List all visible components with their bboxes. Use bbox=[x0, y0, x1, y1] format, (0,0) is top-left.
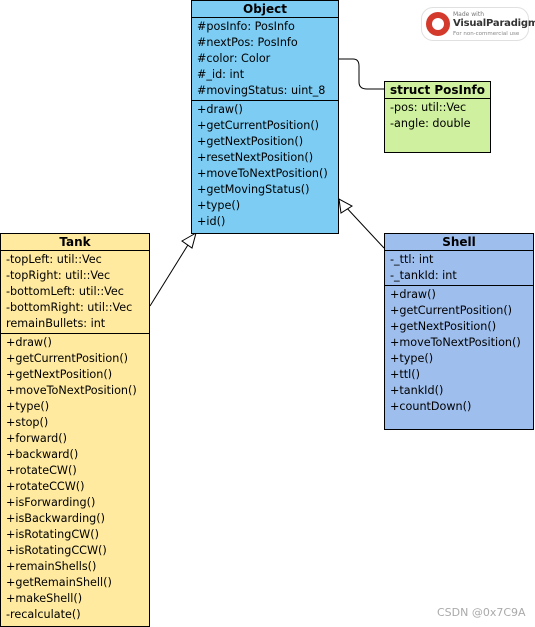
method: +id() bbox=[197, 215, 226, 228]
method: +moveToNextPosition() bbox=[197, 167, 328, 180]
class-tank-name: Tank bbox=[1, 234, 149, 251]
class-shell-methods: +draw() +getCurrentPosition() +getNextPo… bbox=[385, 285, 533, 416]
method: -recalculate() bbox=[6, 608, 81, 621]
attribute: -topLeft: util::Vec bbox=[6, 253, 102, 266]
attribute: -_tankId: int bbox=[390, 269, 457, 282]
method: +backward() bbox=[6, 448, 79, 461]
attribute: -_ttl: int bbox=[390, 253, 434, 266]
method: +getCurrentPosition() bbox=[6, 352, 129, 365]
method: +remainShells() bbox=[6, 560, 97, 573]
inheritance-arrowhead-shell bbox=[338, 198, 353, 214]
method: +rotateCCW() bbox=[6, 480, 85, 493]
attribute: -topRight: util::Vec bbox=[6, 269, 111, 282]
method: +isRotatingCW() bbox=[6, 528, 99, 541]
method: +type() bbox=[390, 352, 434, 365]
method: +makeShell() bbox=[6, 592, 83, 605]
method: +moveToNextPosition() bbox=[390, 336, 521, 349]
method: +tankId() bbox=[390, 384, 444, 397]
method: +getCurrentPosition() bbox=[390, 304, 513, 317]
badge-made-with: Made with bbox=[453, 11, 484, 18]
method: +type() bbox=[6, 400, 50, 413]
class-shell[interactable]: Shell -_ttl: int -_tankId: int +draw() +… bbox=[384, 233, 534, 430]
method: +type() bbox=[197, 199, 241, 212]
attribute: -pos: util::Vec bbox=[390, 101, 467, 114]
method: +getNextPosition() bbox=[390, 320, 497, 333]
visual-paradigm-badge: Made with VisualParadigm For non-commerc… bbox=[421, 7, 535, 41]
attribute: #movingStatus: uint_8 bbox=[197, 84, 326, 97]
attribute: #_id: int bbox=[197, 68, 245, 81]
method: +moveToNextPosition() bbox=[6, 384, 137, 397]
method: +ttl() bbox=[390, 368, 420, 381]
method: +countDown() bbox=[390, 400, 472, 413]
class-tank-methods: +draw() +getCurrentPosition() +getNextPo… bbox=[1, 333, 149, 624]
method: +rotateCW() bbox=[6, 464, 77, 477]
class-object[interactable]: Object #posInfo: PosInfo #nextPos: PosIn… bbox=[191, 0, 339, 234]
class-shell-name: Shell bbox=[385, 234, 533, 251]
method: +isBackwarding() bbox=[6, 512, 106, 525]
method: +draw() bbox=[6, 336, 52, 349]
attribute: #color: Color bbox=[197, 52, 271, 65]
class-tank[interactable]: Tank -topLeft: util::Vec -topRight: util… bbox=[0, 233, 150, 627]
method: +resetNextPosition() bbox=[197, 151, 314, 164]
method: +isForwarding() bbox=[6, 496, 96, 509]
class-posinfo-name: struct PosInfo bbox=[385, 82, 490, 99]
inheritance-arrowhead-tank bbox=[181, 231, 197, 249]
generalization-tank-object bbox=[149, 239, 192, 307]
attribute: -bottomRight: util::Vec bbox=[6, 301, 133, 314]
method: +getCurrentPosition() bbox=[197, 119, 320, 132]
method: +getRemainShell() bbox=[6, 576, 112, 589]
association-object-posinfo bbox=[339, 58, 384, 90]
attribute: -angle: double bbox=[390, 117, 471, 130]
class-posinfo-attributes: -pos: util::Vec -angle: double bbox=[385, 99, 490, 133]
class-tank-attributes: -topLeft: util::Vec -topRight: util::Vec… bbox=[1, 251, 149, 333]
method: +draw() bbox=[197, 103, 243, 116]
badge-product-name: VisualParadigm bbox=[453, 18, 535, 29]
badge-usage-note: For non-commercial use bbox=[453, 31, 520, 37]
method: +getNextPosition() bbox=[197, 135, 304, 148]
class-shell-attributes: -_ttl: int -_tankId: int bbox=[385, 251, 533, 285]
method: +getNextPosition() bbox=[6, 368, 113, 381]
csdn-watermark: CSDN @0x7C9A bbox=[437, 606, 526, 619]
attribute: #nextPos: PosInfo bbox=[197, 36, 298, 49]
method: +getMovingStatus() bbox=[197, 183, 310, 196]
class-object-methods: +draw() +getCurrentPosition() +getNextPo… bbox=[192, 100, 338, 231]
method: +forward() bbox=[6, 432, 67, 445]
attribute: remainBullets: int bbox=[6, 317, 106, 330]
attribute: -bottomLeft: util::Vec bbox=[6, 285, 124, 298]
class-object-name: Object bbox=[192, 1, 338, 18]
attribute: #posInfo: PosInfo bbox=[197, 20, 295, 33]
visual-paradigm-logo-icon bbox=[426, 12, 450, 36]
class-posinfo[interactable]: struct PosInfo -pos: util::Vec -angle: d… bbox=[384, 81, 491, 153]
method: +stop() bbox=[6, 416, 49, 429]
class-object-attributes: #posInfo: PosInfo #nextPos: PosInfo #col… bbox=[192, 18, 338, 100]
generalization-shell-object bbox=[343, 204, 385, 249]
method: +isRotatingCCW() bbox=[6, 544, 107, 557]
method: +draw() bbox=[390, 288, 436, 301]
